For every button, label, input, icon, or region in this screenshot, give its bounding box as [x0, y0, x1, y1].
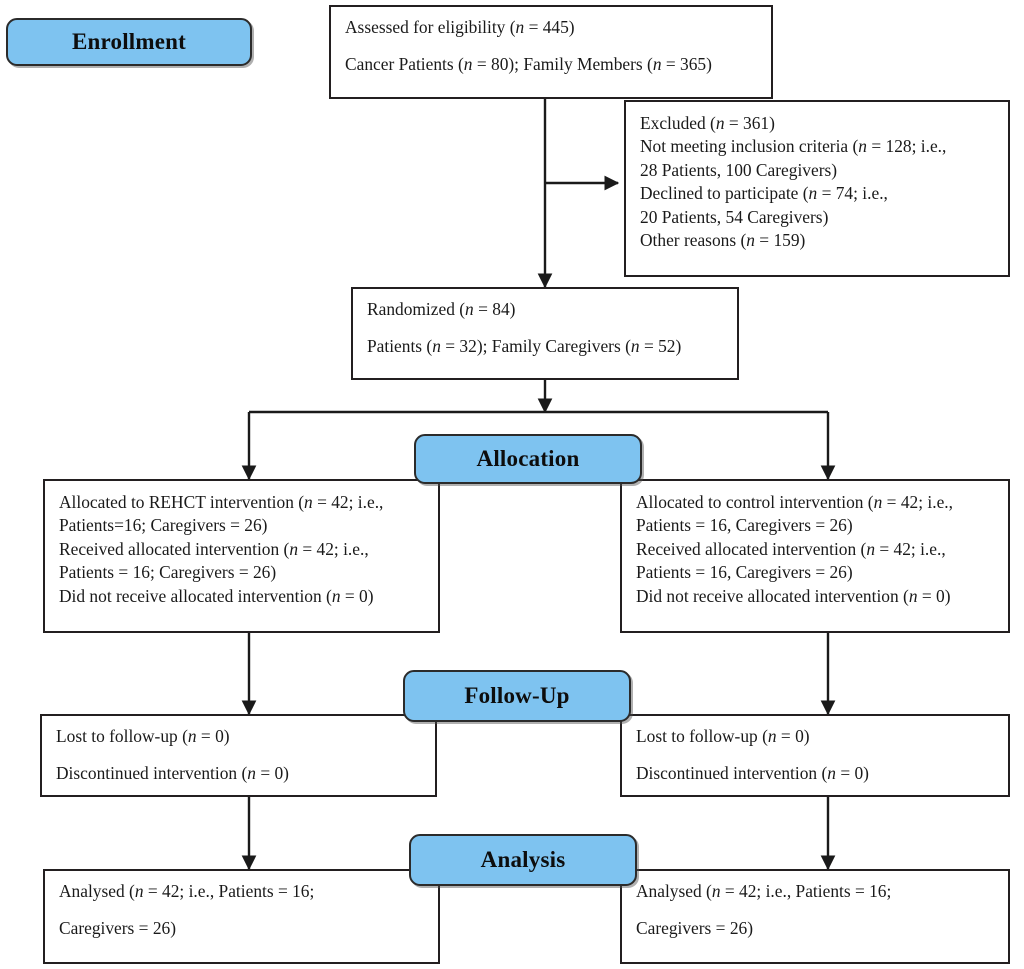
- box-allocated-rehct: Allocated to REHCT intervention (n = 42;…: [43, 479, 440, 633]
- box-analysis-control-line-2: Caregivers = 26): [636, 917, 754, 938]
- stage-label-followup: Follow-Up: [403, 670, 631, 722]
- box-excluded-line-5: 20 Patients, 54 Caregivers): [640, 206, 829, 227]
- box-randomized-content: Randomized (n = 84) Patients (n = 32); F…: [353, 289, 737, 366]
- box-followup-control-line-2: Discontinued intervention (n = 0): [636, 762, 869, 783]
- box-analysis-control-line-1: Analysed (n = 42; i.e., Patients = 16;: [636, 881, 892, 901]
- stage-label-analysis: Analysis: [409, 834, 637, 886]
- box-allocated-rehct-line-2: Patients=16; Caregivers = 26): [59, 515, 268, 536]
- box-analysis-rehct-line-1: Analysed (n = 42; i.e., Patients = 16;: [59, 881, 315, 901]
- box-analysis-rehct-line-2: Caregivers = 26): [59, 917, 177, 938]
- box-allocated-rehct-line-5: Did not receive allocated intervention (…: [59, 585, 374, 606]
- box-assessed-content: Assessed for eligibility (n = 445) Cance…: [331, 7, 771, 84]
- box-allocated-rehct-line-3: Received allocated intervention (n = 42;…: [59, 538, 369, 559]
- box-analysis-control: Analysed (n = 42; i.e., Patients = 16; C…: [620, 869, 1010, 964]
- box-allocated-rehct-line-4: Patients = 16; Caregivers = 26): [59, 562, 277, 583]
- box-allocated-control-line-2: Patients = 16, Caregivers = 26): [636, 515, 853, 536]
- box-randomized-line-1: Randomized (n = 84): [367, 299, 516, 319]
- box-allocated-control-line-5: Did not receive allocated intervention (…: [636, 585, 951, 606]
- box-analysis-rehct-content: Analysed (n = 42; i.e., Patients = 16; C…: [45, 871, 438, 948]
- stage-label-allocation-text: Allocation: [476, 446, 580, 471]
- stage-label-analysis-text: Analysis: [480, 847, 566, 872]
- box-excluded: Excluded (n = 361) Not meeting inclusion…: [624, 100, 1010, 277]
- box-assessed-for-eligibility: Assessed for eligibility (n = 445) Cance…: [329, 5, 773, 99]
- box-followup-control-line-1: Lost to follow-up (n = 0): [636, 726, 810, 746]
- box-allocated-rehct-content: Allocated to REHCT intervention (n = 42;…: [45, 481, 438, 618]
- box-excluded-content: Excluded (n = 361) Not meeting inclusion…: [626, 102, 1008, 263]
- box-allocated-control-content: Allocated to control intervention (n = 4…: [622, 481, 1008, 618]
- box-followup-rehct-content: Lost to follow-up (n = 0) Discontinued i…: [42, 716, 435, 793]
- box-allocated-rehct-line-1: Allocated to REHCT intervention (n = 42;…: [59, 492, 384, 512]
- box-analysis-rehct: Analysed (n = 42; i.e., Patients = 16; C…: [43, 869, 440, 964]
- box-allocated-control-line-4: Patients = 16, Caregivers = 26): [636, 562, 853, 583]
- box-allocated-control: Allocated to control intervention (n = 4…: [620, 479, 1010, 633]
- box-randomized-line-2: Patients (n = 32); Family Caregivers (n …: [367, 335, 682, 356]
- box-excluded-line-2: Not meeting inclusion criteria (n = 128;…: [640, 136, 947, 157]
- box-excluded-line-1: Excluded (n = 361): [640, 113, 775, 133]
- stage-label-allocation: Allocation: [414, 434, 642, 484]
- box-excluded-line-6: Other reasons (n = 159): [640, 230, 806, 251]
- box-followup-control: Lost to follow-up (n = 0) Discontinued i…: [620, 714, 1010, 797]
- box-analysis-control-content: Analysed (n = 42; i.e., Patients = 16; C…: [622, 871, 1008, 948]
- box-assessed-line-1: Assessed for eligibility (n = 445): [345, 17, 575, 37]
- box-assessed-line-2: Cancer Patients (n = 80); Family Members…: [345, 53, 712, 74]
- box-followup-control-content: Lost to follow-up (n = 0) Discontinued i…: [622, 716, 1008, 793]
- box-allocated-control-line-3: Received allocated intervention (n = 42;…: [636, 538, 946, 559]
- stage-label-enrollment-text: Enrollment: [71, 29, 187, 54]
- box-followup-rehct-line-1: Lost to follow-up (n = 0): [56, 726, 230, 746]
- stage-label-enrollment: Enrollment: [6, 18, 252, 66]
- box-followup-rehct: Lost to follow-up (n = 0) Discontinued i…: [40, 714, 437, 797]
- box-excluded-line-4: Declined to participate (n = 74; i.e.,: [640, 183, 888, 204]
- box-followup-rehct-line-2: Discontinued intervention (n = 0): [56, 762, 289, 783]
- box-randomized: Randomized (n = 84) Patients (n = 32); F…: [351, 287, 739, 380]
- box-allocated-control-line-1: Allocated to control intervention (n = 4…: [636, 492, 953, 512]
- box-excluded-line-3: 28 Patients, 100 Caregivers): [640, 159, 838, 180]
- stage-label-followup-text: Follow-Up: [464, 683, 570, 708]
